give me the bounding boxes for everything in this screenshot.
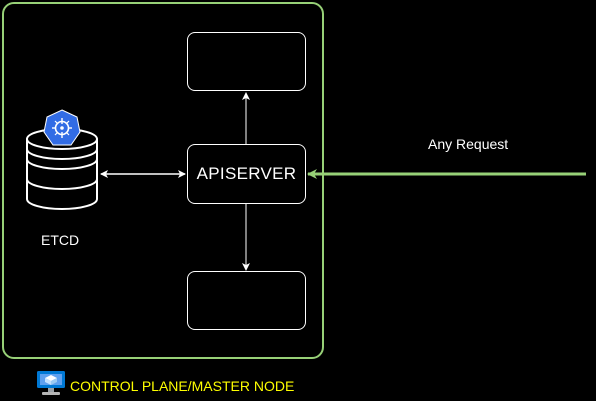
- control-plane-label: CONTROL PLANE/MASTER NODE: [70, 378, 295, 394]
- etcd-label: ETCD: [41, 232, 80, 248]
- apiserver-box: APISERVER: [187, 144, 306, 204]
- apiserver-label: APISERVER: [196, 164, 297, 183]
- request-label: Any Request: [428, 136, 509, 152]
- top-component-box: [187, 32, 306, 91]
- bottom-component-box: [187, 271, 306, 330]
- azure-vm-icon: [37, 371, 65, 395]
- control-plane-container: [2, 2, 324, 359]
- kubernetes-icon: [43, 109, 81, 146]
